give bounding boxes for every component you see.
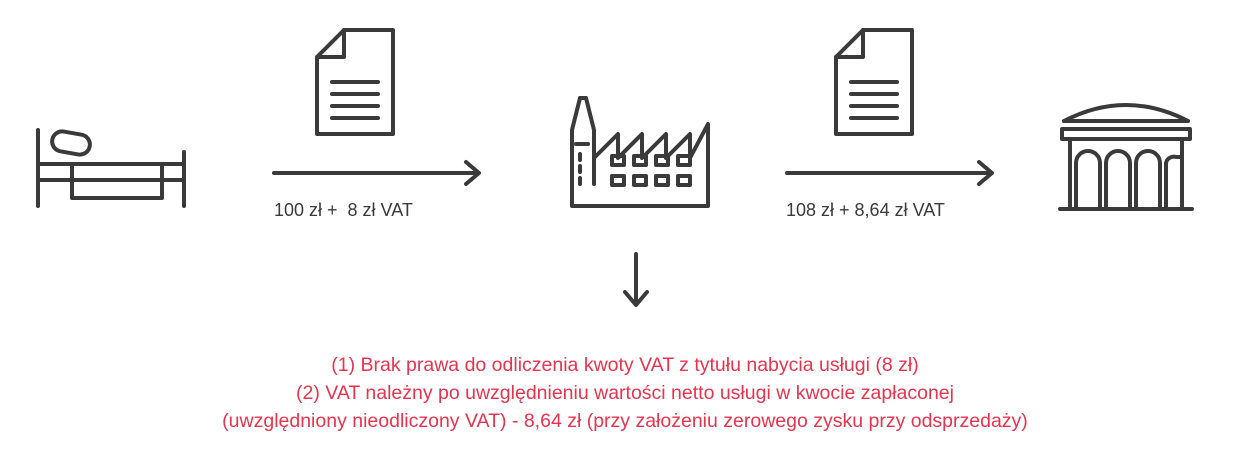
document-icon bbox=[314, 27, 396, 137]
document-icon bbox=[833, 27, 915, 137]
note-line-2: (2) VAT należny po uwzględnieniu wartośc… bbox=[296, 382, 954, 404]
vat-notes: (1) Brak prawa do odliczenia kwoty VAT z… bbox=[0, 351, 1250, 435]
hospital-bed-icon bbox=[30, 122, 190, 212]
flow-arrow-down-icon bbox=[622, 252, 650, 308]
flow-arrow-right-icon bbox=[272, 159, 484, 187]
institution-building-icon bbox=[1058, 99, 1194, 213]
flow-arrow-right-icon bbox=[785, 159, 997, 187]
first-flow-amount: 100 zł + 8 zł VAT bbox=[274, 200, 413, 220]
factory-icon bbox=[566, 94, 714, 210]
note-line-1: (1) Brak prawa do odliczenia kwoty VAT z… bbox=[331, 354, 919, 376]
second-flow-amount: 108 zł + 8,64 zł VAT bbox=[786, 200, 945, 220]
note-line-3: (uwzględniony nieodliczony VAT) - 8,64 z… bbox=[222, 410, 1028, 432]
